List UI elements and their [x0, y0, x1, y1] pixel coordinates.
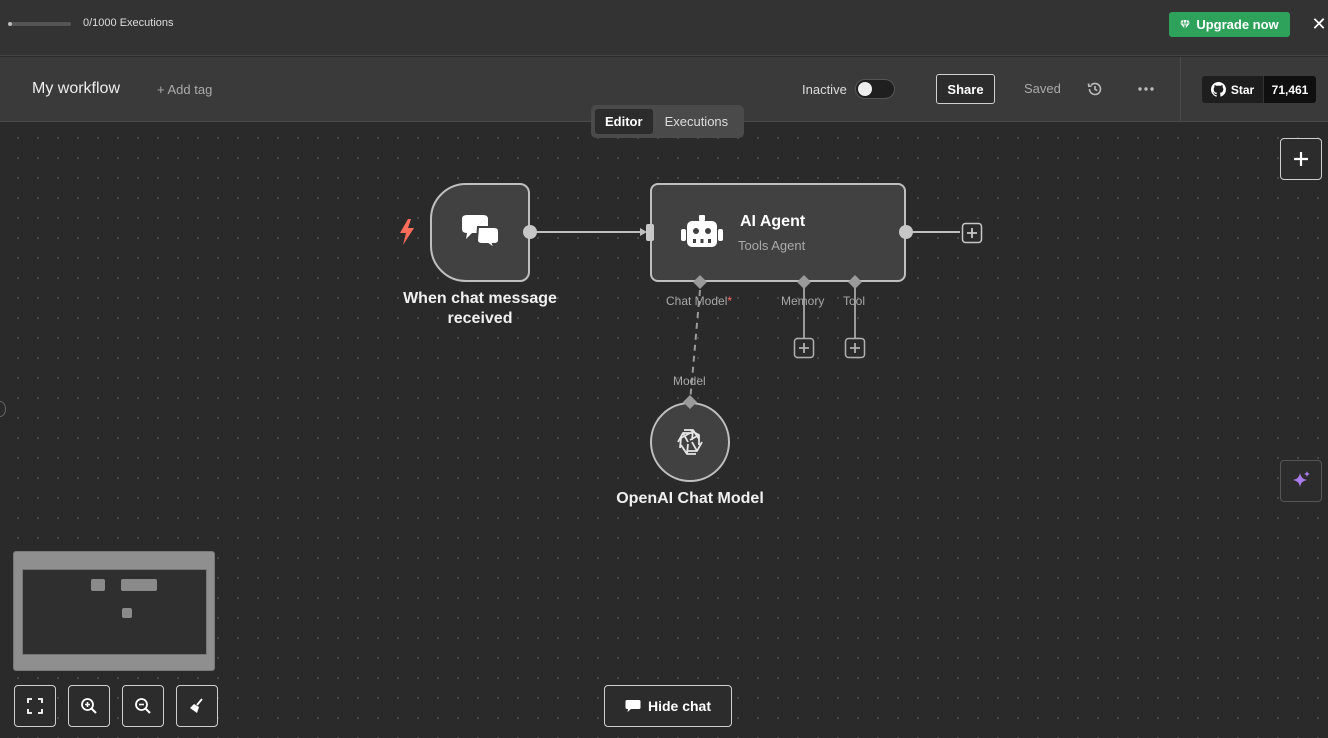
upgrade-now-label: Upgrade now	[1196, 17, 1279, 32]
agent-input-port[interactable]	[646, 224, 654, 241]
sparkle-icon	[1293, 471, 1310, 487]
ai-assistant-button[interactable]	[1280, 460, 1322, 502]
ai-agent-title: AI Agent	[740, 213, 806, 230]
history-icon[interactable]	[1086, 80, 1104, 98]
add-node-button[interactable]	[1280, 138, 1322, 180]
chat-model-port-label: Chat Model*	[666, 294, 732, 308]
chat-bubbles-icon	[462, 215, 500, 251]
upgrade-now-button[interactable]: Upgrade now	[1169, 12, 1290, 37]
robot-icon	[681, 215, 723, 247]
chat-model-port[interactable]	[692, 274, 708, 290]
github-icon	[1210, 82, 1226, 97]
tool-port[interactable]	[847, 274, 863, 290]
trigger-node-label: When chat message received	[398, 289, 562, 329]
trigger-label-line1: When chat message	[403, 290, 557, 307]
openai-chat-model-node[interactable]	[650, 402, 730, 482]
header-divider	[1180, 57, 1181, 121]
top-bar: 0/1000 Executions Upgrade now ✕	[0, 0, 1328, 56]
tab-executions[interactable]: Executions	[664, 114, 729, 129]
add-tool-icon[interactable]	[844, 337, 866, 359]
broom-icon	[190, 698, 203, 713]
chat-bubble-icon	[625, 700, 641, 712]
close-banner-icon[interactable]: ✕	[1311, 14, 1327, 34]
required-marker: *	[727, 294, 733, 308]
trigger-label-line2: received	[447, 310, 513, 327]
model-input-port[interactable]	[682, 394, 698, 410]
tidy-up-button[interactable]	[176, 685, 218, 727]
openai-node-label: OpenAI Chat Model	[616, 490, 764, 507]
memory-port[interactable]	[796, 274, 812, 290]
executions-count: 0/1000 Executions	[83, 17, 174, 29]
more-options-icon[interactable]	[1137, 80, 1155, 98]
github-star-label: Star	[1230, 82, 1255, 97]
executions-progress-fill	[8, 22, 12, 26]
zoom-in-button[interactable]	[68, 685, 110, 727]
trigger-output-port[interactable]	[522, 224, 538, 240]
minimap-agent-node	[121, 579, 157, 591]
agent-output-port[interactable]	[898, 224, 914, 240]
model-port-label: Model	[673, 374, 706, 388]
github-star-button[interactable]: Star 71,461	[1202, 76, 1316, 103]
trigger-node-chat-message[interactable]	[430, 183, 530, 282]
saved-status: Saved	[1024, 81, 1061, 96]
hide-chat-label: Hide chat	[647, 698, 711, 714]
minimap-viewport[interactable]	[22, 569, 207, 655]
github-star-left: Star	[1202, 76, 1263, 103]
tab-editor[interactable]: Editor	[595, 109, 653, 134]
workflow-name[interactable]: My workflow	[32, 80, 121, 97]
openai-logo-icon	[677, 429, 703, 455]
add-tag-button[interactable]: + Add tag	[157, 82, 213, 97]
canvas-minimap[interactable]	[13, 551, 215, 671]
zoom-out-button[interactable]	[122, 685, 164, 727]
fit-view-icon	[27, 698, 43, 714]
zoom-to-fit-button[interactable]	[14, 685, 56, 727]
add-memory-icon[interactable]	[793, 337, 815, 359]
hide-chat-button[interactable]: Hide chat	[604, 685, 732, 727]
toggle-knob	[858, 82, 872, 96]
zoom-out-icon	[135, 698, 151, 714]
minimap-trigger-node	[91, 579, 105, 591]
chat-model-text: Chat Model	[666, 294, 728, 308]
ai-agent-subtitle: Tools Agent	[738, 238, 806, 253]
tool-port-label: Tool	[843, 294, 866, 308]
view-tab-switch: Editor Executions	[591, 105, 744, 138]
zoom-in-icon	[81, 698, 97, 714]
gem-icon	[1180, 20, 1191, 29]
executions-progress-bar	[8, 22, 71, 26]
memory-port-label: Memory	[781, 294, 825, 308]
add-output-node-icon[interactable]	[961, 222, 983, 244]
active-status-label: Inactive	[802, 82, 847, 97]
active-toggle[interactable]	[855, 79, 895, 99]
share-button[interactable]: Share	[936, 74, 995, 104]
lightning-bolt-icon	[400, 219, 414, 245]
github-star-count: 71,461	[1263, 76, 1316, 103]
plus-icon	[1294, 152, 1308, 166]
minimap-openai-node	[122, 608, 132, 618]
